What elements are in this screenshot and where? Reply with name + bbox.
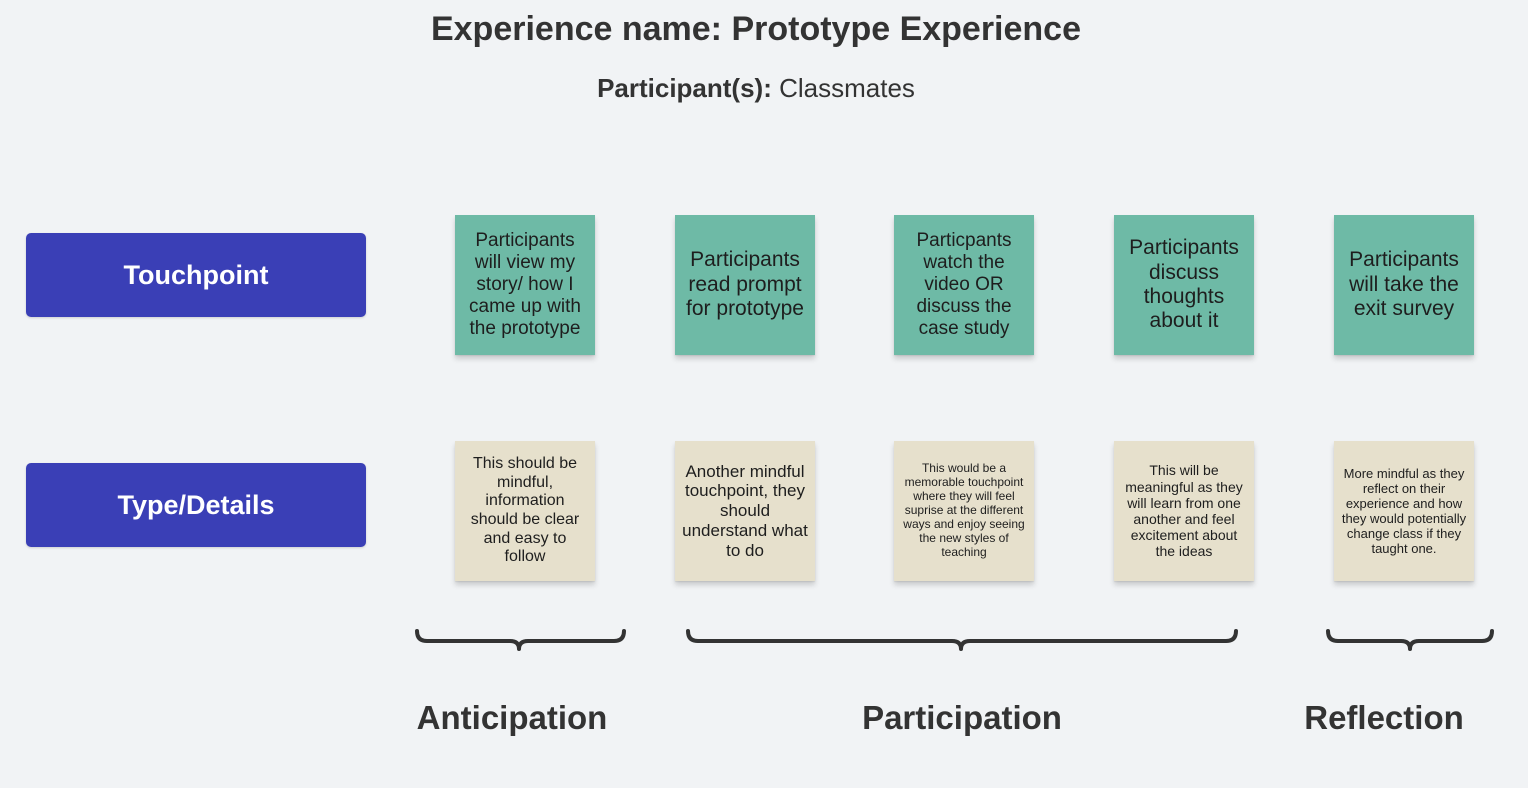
detail-sticky-1[interactable]: This should be mindful, information shou… [455, 441, 595, 581]
touchpoint-sticky-3[interactable]: Particpants watch the video OR discuss t… [894, 215, 1034, 355]
detail-sticky-4[interactable]: This will be meaningful as they will lea… [1114, 441, 1254, 581]
brace-participation [686, 629, 1238, 651]
touchpoint-sticky-4[interactable]: Participants discuss thoughts about it [1114, 215, 1254, 355]
detail-sticky-3[interactable]: This would be a memorable touchpoint whe… [894, 441, 1034, 581]
participants-line: Participant(s): Classmates [0, 73, 1512, 104]
detail-sticky-2[interactable]: Another mindful touchpoint, they should … [675, 441, 815, 581]
brace-anticipation [415, 629, 626, 651]
touchpoint-sticky-2[interactable]: Participants read prompt for prototype [675, 215, 815, 355]
phase-label-anticipation: Anticipation [416, 699, 608, 736]
touchpoint-sticky-5[interactable]: Participants will take the exit survey [1334, 215, 1474, 355]
participants-value: Classmates [779, 73, 915, 103]
participants-label: Participant(s): [597, 73, 772, 103]
row-label-touchpoint[interactable]: Touchpoint [26, 233, 366, 317]
phase-label-participation: Participation [862, 699, 1062, 736]
row-label-type-details[interactable]: Type/Details [26, 463, 366, 547]
phase-label-reflection: Reflection [1304, 699, 1464, 736]
detail-sticky-5[interactable]: More mindful as they reflect on their ex… [1334, 441, 1474, 581]
touchpoint-sticky-1[interactable]: Participants will view my story/ how I c… [455, 215, 595, 355]
brace-reflection [1326, 629, 1494, 651]
page-title: Experience name: Prototype Experience [430, 10, 1082, 48]
